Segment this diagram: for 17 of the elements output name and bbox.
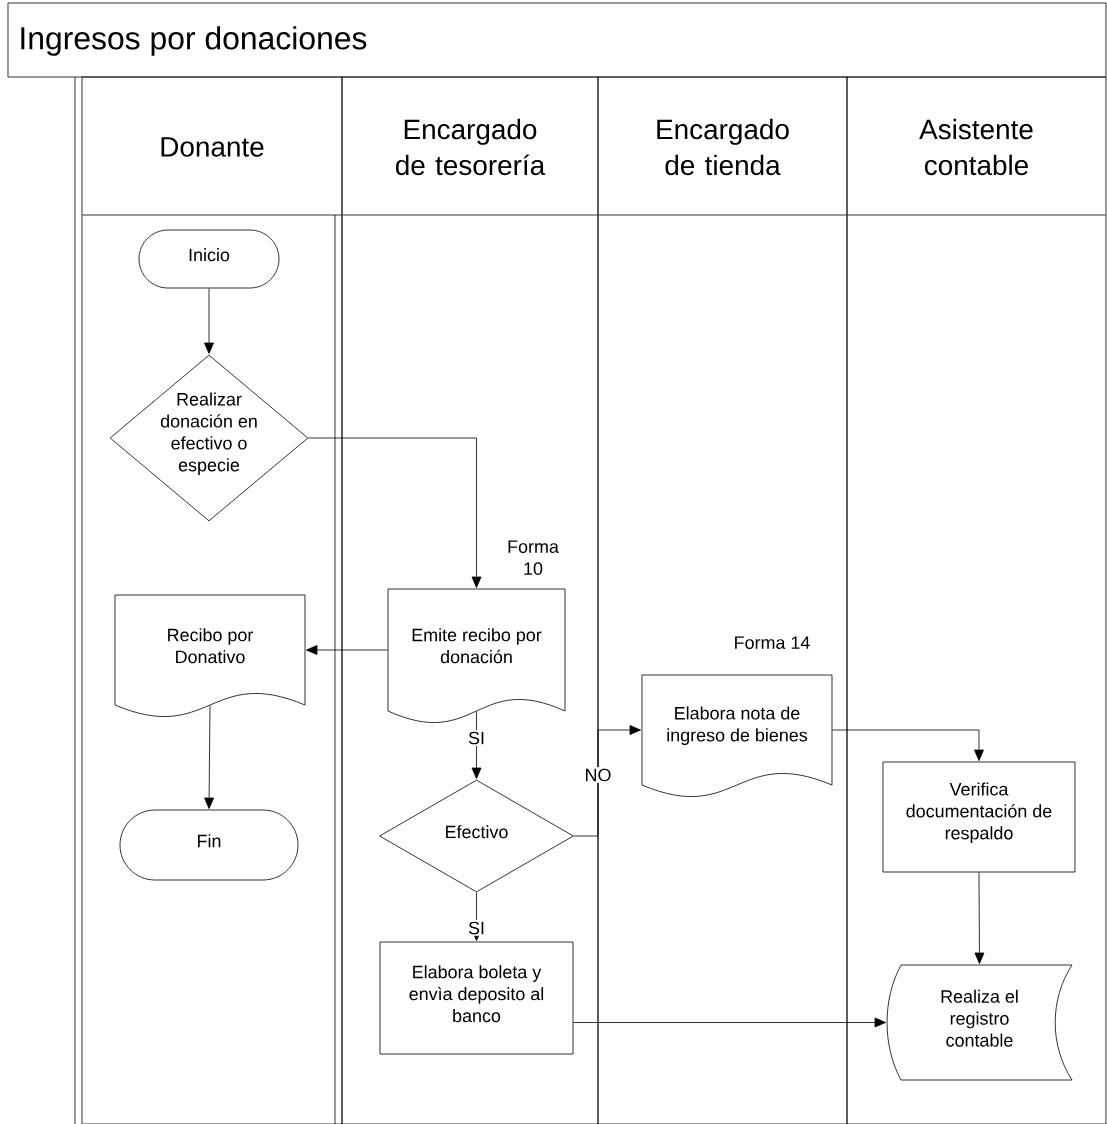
edge-label: SI (466, 920, 487, 936)
title-band: Ingresos por donaciones (7, 2, 1107, 78)
arrow (308, 437, 482, 588)
arrow (974, 872, 985, 964)
arrow (832, 729, 984, 761)
edge-label: SI (466, 730, 487, 746)
form-label: Forma 10 (508, 540, 559, 575)
arrow (204, 288, 214, 354)
edge-label: NO (583, 767, 613, 783)
arrow (573, 1017, 886, 1028)
arrow (471, 711, 482, 779)
arrow (573, 725, 641, 837)
arrow (306, 645, 388, 655)
process-box: Verifica documentación de respaldo (882, 761, 1076, 873)
arrow (204, 705, 214, 809)
process-box: Elabora boleta y envìa deposito al banco (379, 941, 574, 1055)
form-label: Forma 14 (735, 636, 810, 649)
